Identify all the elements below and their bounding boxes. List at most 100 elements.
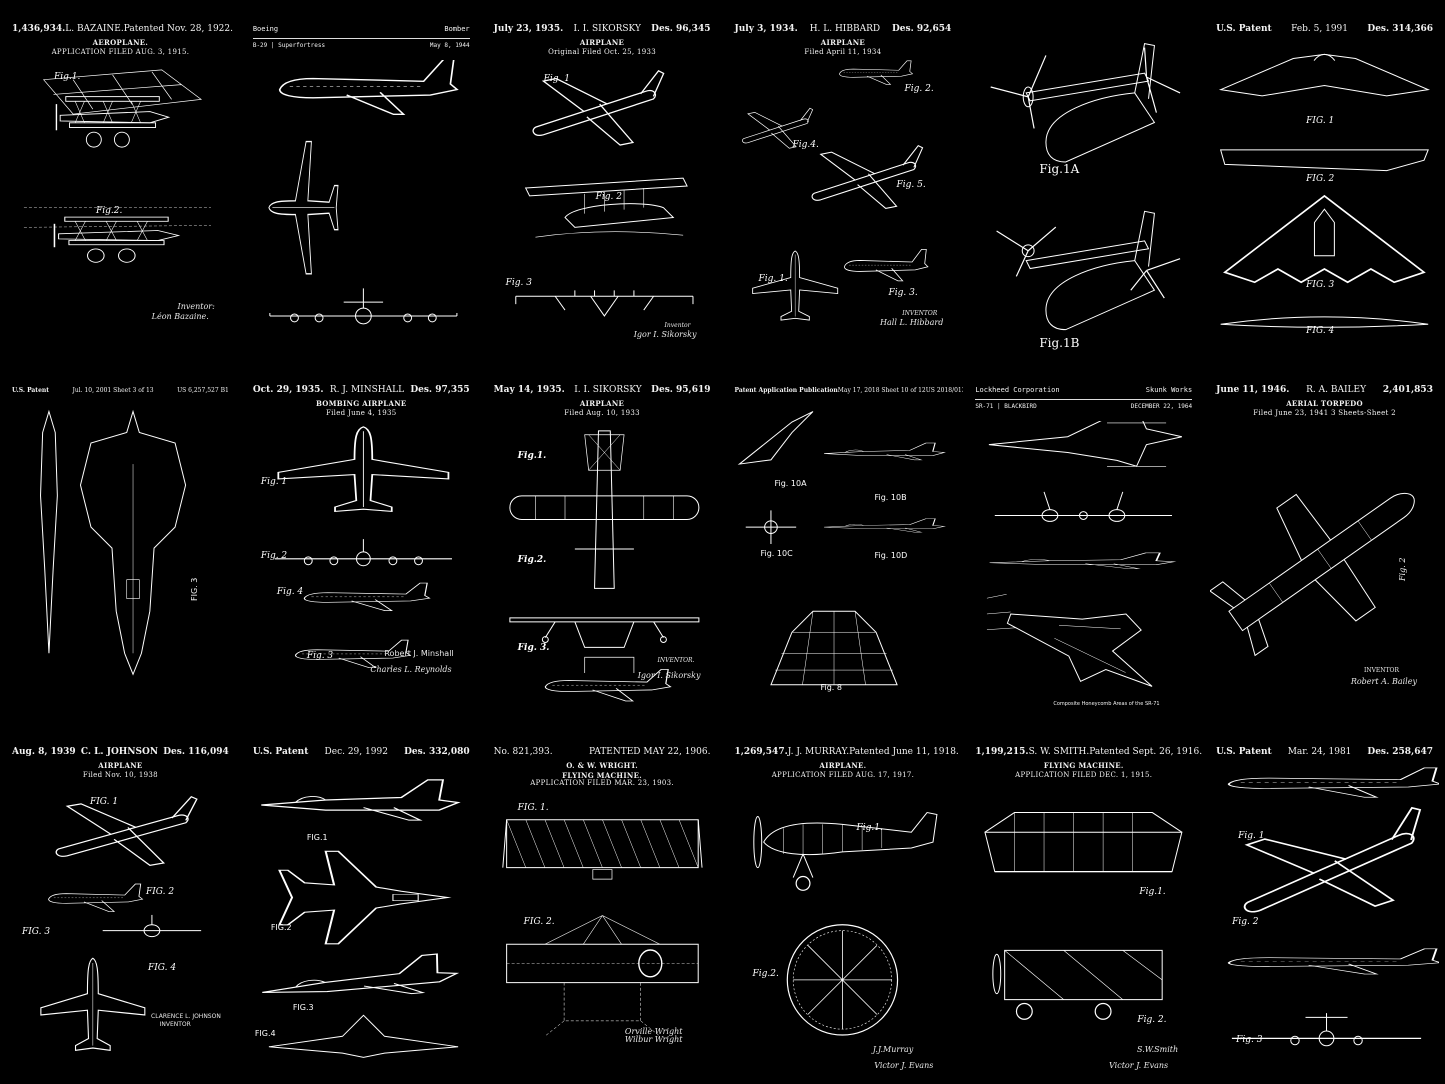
- figure-label: Fig. 10C: [760, 549, 792, 558]
- tiltrotor-drawing: [969, 14, 1198, 355]
- manufacturer: Lockheed Corporation: [975, 385, 1059, 396]
- drawing-area: Fig.1. Fig.2. Inventor: Léon Bazaine.: [6, 60, 235, 355]
- inventor-name: L. BAZAINE.: [65, 24, 123, 35]
- patent-date: Feb. 5, 1991: [1291, 24, 1348, 35]
- signature-caption: Inventor:: [178, 302, 215, 311]
- filing-date: Filed June 23, 1941 3 Sheets-Sheet 2: [1204, 409, 1445, 418]
- figure-label: FIG. 3: [22, 927, 50, 937]
- panel-wright-flying-machine: No. 821,393.PATENTED MAY 22, 1906. O. & …: [482, 723, 723, 1084]
- figure-label: Fig. 3: [1236, 1035, 1262, 1045]
- panel-sikorsky-95619: May 14, 1935.I. I. SIKORSKYDes. 95,619 A…: [482, 361, 723, 722]
- figure-label: Fig. 3.: [518, 643, 550, 653]
- filing-date: APPLICATION FILED MAR. 23, 1903.: [482, 779, 723, 788]
- figure-label: FIG. 2: [146, 887, 174, 897]
- panel-murray-airplane: 1,269,547.J. J. MURRAY.Patented June 11,…: [722, 723, 963, 1084]
- patent-number: Des. 96,345: [651, 24, 710, 35]
- figure-label: Fig.1A: [1039, 162, 1079, 176]
- figure-label: Fig.1.: [518, 451, 547, 461]
- figure-label: Fig. 10A: [774, 479, 806, 488]
- inventor-name: S. W. SMITH.: [1029, 747, 1090, 758]
- manufacturer: Boeing: [253, 24, 278, 35]
- patent-number: No. 821,393.: [494, 747, 553, 758]
- patent-office: U.S. Patent: [1216, 24, 1272, 35]
- panel-sikorsky-96345: July 23, 1935.I. I. SIKORSKYDes. 96,345 …: [482, 0, 723, 361]
- signature: Hall L. Hibbard: [880, 318, 943, 327]
- attorney-signature: Victor J. Evans: [874, 1061, 933, 1070]
- figure-label: Fig. 2: [261, 551, 287, 561]
- panel-bazaine-aeroplane: 1,436,934.L. BAZAINE.Patented Nov. 28, 1…: [0, 0, 241, 361]
- drawing-area: FIG. 1. FIG. 2. Orville Wright Wilbur Wr…: [488, 791, 717, 1078]
- patent-date: Jul. 10, 2001 Sheet 3 of 13: [72, 385, 153, 396]
- patent-date: Patented Sept. 26, 1916.: [1089, 747, 1202, 758]
- figure-label: FIG. 3: [1306, 280, 1334, 290]
- patent-number: Des. 314,366: [1367, 24, 1433, 35]
- patent-number: Des. 332,080: [404, 747, 470, 758]
- inventor-name: R. A. BAILEY: [1306, 385, 1366, 396]
- panel-stealth-fighter: U.S. PatentDec. 29, 1992Des. 332,080 FIG…: [241, 723, 482, 1084]
- figure-label: Fig. 3: [307, 651, 333, 661]
- signature: Léon Bazaine.: [152, 312, 209, 321]
- division: Skunk Works: [1146, 385, 1192, 396]
- patent-date: Oct. 29, 1935.: [253, 385, 324, 396]
- signature-caption: Inventor: [665, 322, 691, 329]
- patent-title: AIRPLANE: [482, 399, 723, 408]
- patent-number: Des. 97,355: [410, 385, 469, 396]
- patent-number: Des. 116,094: [163, 747, 229, 758]
- patent-date: May 17, 2018 Sheet 10 of 12: [838, 385, 926, 396]
- filing-date: Filed June 4, 1935: [241, 409, 482, 418]
- figure-label: FIG.2: [271, 923, 292, 932]
- signature-caption: INVENTOR.: [658, 657, 695, 664]
- filing-date: Filed Nov. 10, 1938: [0, 771, 241, 780]
- patent-number: 1,199,215.: [975, 747, 1028, 758]
- panel-bailey-aerial-torpedo: June 11, 1946.R. A. BAILEY2,401,853 AERI…: [1204, 361, 1445, 722]
- patent-title: AIRPLANE: [722, 38, 963, 47]
- smith-drawing: [969, 783, 1198, 1078]
- patent-date: DECEMBER 22, 1964: [1131, 403, 1192, 410]
- patent-office: U.S. Patent: [1216, 747, 1272, 758]
- patent-number: Des. 95,619: [651, 385, 710, 396]
- panel-flying-wing: U.S. Patent Feb. 5, 1991 Des. 314,366 FIG.…: [1204, 0, 1445, 361]
- patent-number: 1,269,547.: [734, 747, 787, 758]
- signature: Igor I. Sikorsky: [638, 671, 701, 680]
- inventor-name: O. & W. WRIGHT.: [482, 761, 723, 770]
- signature: Wilbur Wright: [625, 1035, 683, 1044]
- panel-minshall-bomber: Oct. 29, 1935.R. J. MINSHALLDes. 97,355 …: [241, 361, 482, 722]
- signature-caption: INVENTOR: [902, 310, 937, 317]
- panel-hypersonic-aircraft: U.S. PatentJul. 10, 2001 Sheet 3 of 13US…: [0, 361, 241, 722]
- figure-label: FIG. 4: [148, 963, 176, 973]
- signature: Igor I. Sikorsky: [634, 330, 697, 339]
- b29-drawing: [247, 60, 476, 355]
- patent-title: AEROPLANE.: [0, 38, 241, 47]
- patent-title: AIRPLANE.: [722, 761, 963, 770]
- aircraft-type: Bomber: [444, 24, 469, 35]
- drawing-area: FIG.1 FIG.2 FIG.3 FIG.4: [247, 763, 476, 1078]
- filing-date: Original Filed Oct. 25, 1933: [482, 48, 723, 57]
- figure-label: Fig.1.: [54, 72, 80, 82]
- figure-label: FIG. 1: [90, 797, 118, 807]
- patent-date: Aug. 8, 1939: [12, 747, 76, 758]
- drawing-area: Fig.1A Fig.1B: [969, 14, 1198, 355]
- inventor-name: C. L. JOHNSON: [81, 747, 158, 758]
- drawing-area: FIG. 1 FIG. 2 FIG. 3 FIG. 4 CLARENCE L. …: [6, 783, 235, 1078]
- aircraft-model: SR-71 | BLACKBIRD: [975, 403, 1036, 410]
- patent-date: June 11, 1946.: [1216, 385, 1289, 396]
- sikorsky-flying-boat-drawing: [488, 60, 717, 355]
- figure-label: FIG. 1: [1306, 116, 1334, 126]
- filing-date: APPLICATION FILED DEC. 1, 1915.: [963, 771, 1204, 780]
- inventor-name: I. I. SIKORSKY: [573, 24, 641, 35]
- patent-title: AIRPLANE: [0, 761, 241, 770]
- figure-label: Fig. 3.: [888, 288, 917, 298]
- filing-date: Filed Aug. 10, 1933: [482, 409, 723, 418]
- panel-boeing-b29: BoeingBomber B-29 | SuperfortressMay 8, …: [241, 0, 482, 361]
- patent-title: FLYING MACHINE.: [963, 761, 1204, 770]
- figure-label: Fig. 4: [277, 587, 303, 597]
- hypersonic-drawing: [6, 401, 235, 716]
- drawing-area: Fig.1. Fig.2. J.J.Murray Victor J. Evans: [728, 783, 957, 1078]
- figure-label: Fig. 10D: [874, 551, 907, 560]
- inventor-name: H. L. HIBBARD: [810, 24, 880, 35]
- figure-caption: Composite Honeycomb Areas of the SR-71: [1053, 701, 1159, 707]
- filing-date: APPLICATION FILED AUG. 3, 1915.: [0, 48, 241, 57]
- patent-number: 2,401,853: [1383, 385, 1433, 396]
- figure-label: Fig. 1: [544, 74, 570, 84]
- drawing-area: [247, 60, 476, 355]
